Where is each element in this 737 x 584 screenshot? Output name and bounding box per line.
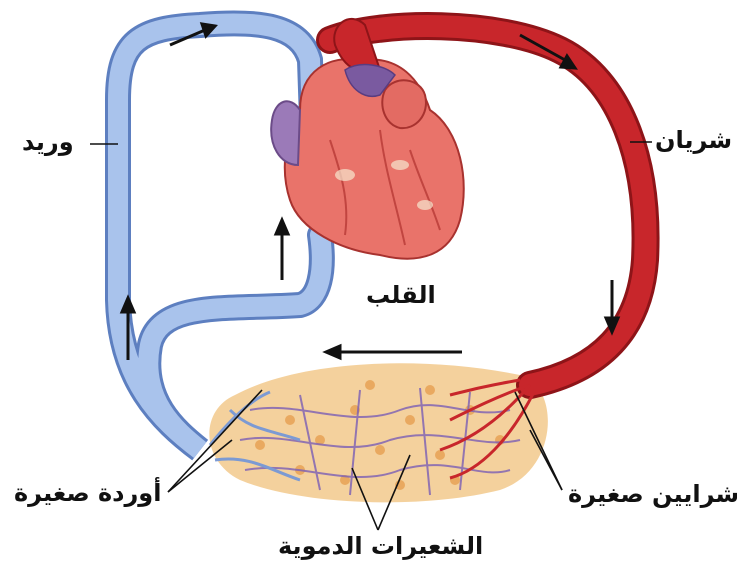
arrow-capillary-left bbox=[326, 346, 462, 358]
label-artery: شريان bbox=[655, 126, 732, 154]
label-venules: أوردة صغيرة bbox=[14, 479, 161, 507]
label-arterioles: شرايين صغيرة bbox=[568, 480, 737, 508]
label-vein: وريد bbox=[22, 128, 74, 156]
label-capillaries: الشعيرات الدموية bbox=[278, 532, 483, 560]
arrow-artery-side bbox=[606, 280, 618, 332]
arrow-heart-up bbox=[276, 220, 288, 280]
label-heart: القلب bbox=[366, 281, 436, 309]
